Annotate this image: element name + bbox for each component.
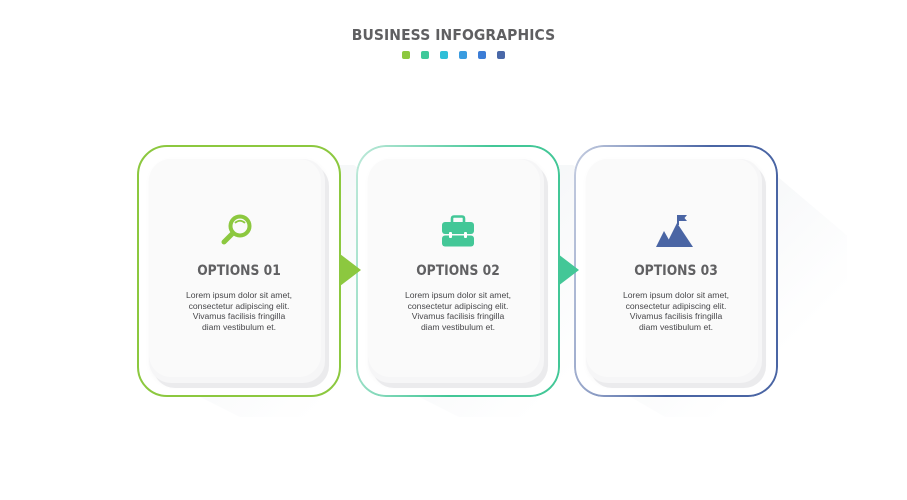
color-dot (440, 51, 448, 59)
option-card-3: OPTIONS 03 Lorem ipsum dolor sit amet, c… (574, 145, 778, 397)
option-title: OPTIONS 02 (416, 263, 500, 279)
option-title: OPTIONS 03 (634, 263, 718, 279)
color-dot (459, 51, 467, 59)
option-card-2: OPTIONS 02 Lorem ipsum dolor sit amet, c… (356, 145, 560, 397)
card-panel (149, 159, 325, 383)
card-panel (586, 159, 762, 383)
mountain-flag-icon (654, 211, 694, 254)
color-dot (402, 51, 410, 59)
briefcase-icon (440, 214, 476, 253)
arrow-right-icon (340, 254, 361, 286)
option-description: Lorem ipsum dolor sit amet, consectetur … (622, 290, 730, 332)
color-dot (421, 51, 429, 59)
card-panel (368, 159, 544, 383)
arrow-right-icon (558, 254, 579, 286)
color-dots (402, 51, 505, 59)
magnifier-icon (219, 212, 255, 253)
color-dot (497, 51, 505, 59)
option-description: Lorem ipsum dolor sit amet, consectetur … (185, 290, 293, 332)
infographic-title: BUSINESS INFOGRAPHICS (351, 26, 556, 44)
option-description: Lorem ipsum dolor sit amet, consectetur … (404, 290, 512, 332)
option-card-1: OPTIONS 01 Lorem ipsum dolor sit amet, c… (137, 145, 341, 397)
option-title: OPTIONS 01 (197, 263, 281, 279)
color-dot (478, 51, 486, 59)
